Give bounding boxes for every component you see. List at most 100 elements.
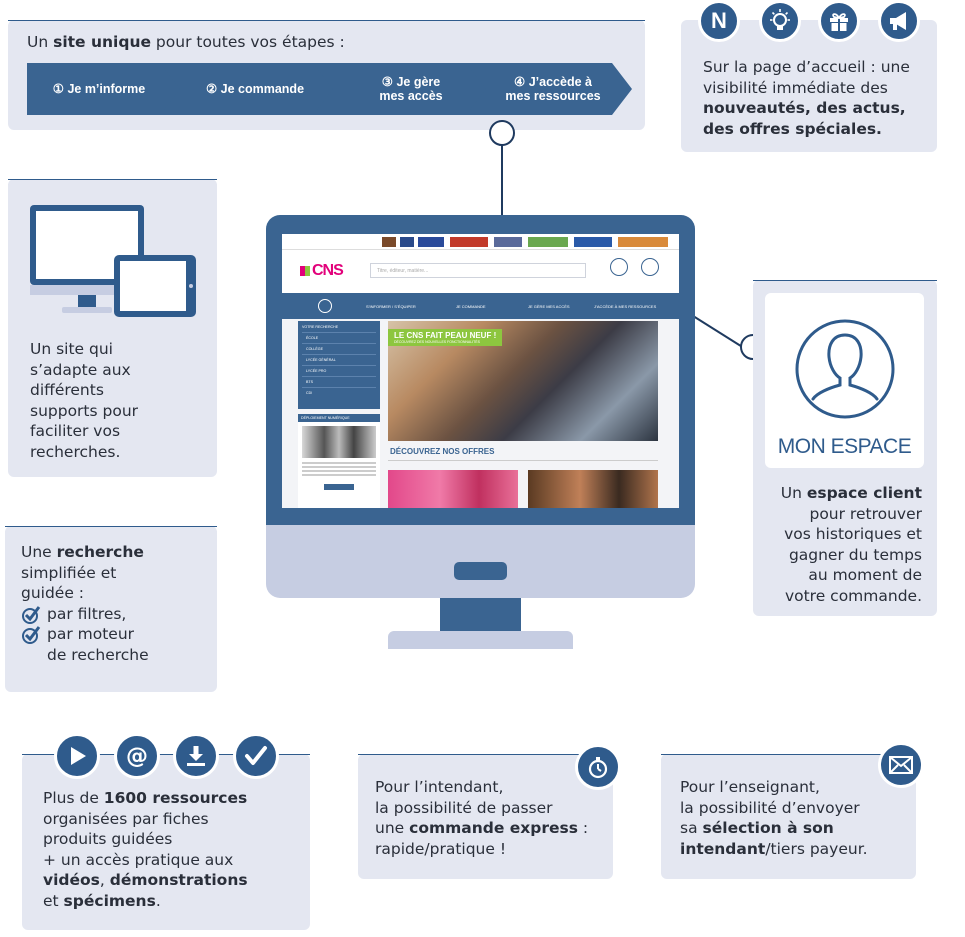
play-icon [54,733,100,779]
banner-subtitle: DÉCOUVREZ DES NOUVELLES FONCTIONNALITÉS [394,340,480,344]
side-box-photo [302,426,376,458]
resources-line: + un accès pratique aux [43,850,234,869]
resources-bold: spécimens [63,891,156,910]
monitor-base [388,631,573,649]
espace-line: vos historiques et [784,525,922,543]
card-top-line [358,754,613,755]
nav-item[interactable]: JE GÈRE MES ACCÈS [528,304,570,309]
nav-item[interactable]: J’ACCÈDE À MES RESSOURCES [594,304,657,309]
resources-pre: Plus de [43,789,104,807]
resources-line: organisées par fiches [43,809,209,828]
step-text: Je commande [220,82,305,96]
megaphone-icon [878,0,920,42]
side-box-button[interactable] [324,484,354,490]
nav-item[interactable]: S’INFORMER / S’ÉQUIPER [366,304,416,309]
offers-divider [388,460,658,461]
search-bold: recherche [56,543,144,561]
step-informe[interactable]: ① Je m’informe [27,63,185,115]
step-accede[interactable]: ④ J’accède à mes ressources [466,63,632,115]
resources-bold: démonstrations [109,871,248,889]
espace-card: MON ESPACE Un espace client pour retrouv… [753,280,937,616]
offer-tile-2[interactable] [528,470,658,508]
nav-item[interactable]: JE COMMANDE [456,304,486,309]
step-commande[interactable]: ② Je commande [160,63,338,115]
monitor-chin [266,525,695,598]
lightbulb-icon [759,0,801,42]
step-label: ④ J’accède à mes ressources [466,63,632,115]
hero-banner: LE CNS FAIT PEAU NEUF ! DÉCOUVREZ DES NO… [388,321,658,441]
intendant-pre: une [375,819,410,837]
sidebar-item[interactable]: COLLÈGE [302,343,376,354]
responsive-text: Un site qui s’adapte aux différents supp… [30,339,138,462]
sidebar-item[interactable]: ÉCOLE [302,332,376,343]
resources-line: produits guidées [43,830,173,848]
sidebar-item[interactable]: LYCÉE GÉNÉRAL [302,354,376,365]
enseignant-post: /tiers payeur. [765,839,868,858]
partner-strip [282,234,679,250]
resources-text: Plus de 1600 ressources organisées par f… [43,788,248,911]
homepage-text: Sur la page d’accueil : une visibilité i… [703,57,910,139]
site-logo: CNS [300,262,344,280]
espace-label: MON ESPACE [777,435,912,458]
banner-title: LE CNS FAIT PEAU NEUF ! [394,331,497,340]
responsive-line: faciliter vos [30,422,121,440]
intendant-card: Pour l’intendant, la possibilité de pass… [358,754,613,879]
site-nav: S’INFORMER / S’ÉQUIPER JE COMMANDE JE GÈ… [282,293,679,319]
monitor: CNS Titre, éditeur, matière... S’INFORME… [266,215,695,632]
espace-line: au moment de [808,566,922,584]
steps-intro: Un site unique pour toutes vos étapes : [27,32,345,53]
stopwatch-icon [575,744,621,790]
download-icon [173,733,219,779]
resources-bold: 1600 ressources [103,789,248,807]
sidebar-item[interactable]: CDI [302,387,376,398]
card-top-line [8,179,217,180]
espace-bold: espace client [806,484,922,502]
intendant-text: Pour l’intendant, la possibilité de pass… [375,777,588,859]
step-label: ③ Je gère mes accès [313,63,491,115]
gift-icon [818,0,860,42]
step-number: ③ [381,75,393,89]
sidebar-item[interactable]: LYCÉE PRO [302,365,376,376]
sidebar-header: VOTRE RECHERCHE [302,325,339,329]
enseignant-text: Pour l’enseignant, la possibilité d’envo… [680,777,868,859]
site-sidebar: VOTRE RECHERCHE ÉCOLE COLLÈGE LYCÉE GÉNÉ… [298,321,380,409]
step-gere[interactable]: ③ Je gère mes accès [313,63,491,115]
site-header: CNS Titre, éditeur, matière... [282,250,679,293]
at-glyph: @ [126,743,148,769]
responsive-line: supports pour [30,401,139,420]
monitor-button [454,562,507,580]
sidebar-item[interactable]: BTS [302,376,376,387]
cart-icon[interactable] [641,258,659,276]
step-arrow-shape [466,63,632,115]
card-top-line [661,754,916,755]
site-search-input[interactable]: Titre, éditeur, matière... [370,263,586,278]
card-top-line [22,754,310,755]
espace-line: pour retrouver [809,504,922,523]
account-icon[interactable] [610,258,628,276]
card-top-line [753,280,937,281]
home-icon[interactable] [318,299,332,313]
n-letter-icon: N [698,0,740,42]
enseignant-pre: sa [680,819,703,837]
homepage-bold: nouveautés, des actus, [703,99,906,117]
enseignant-bold: sélection à son [702,819,834,837]
checkmark-icon [22,605,41,624]
step-number: ④ [514,75,526,89]
devices-icon [30,205,196,317]
monitor-neck [440,598,521,632]
espace-line: gagner du temps [788,545,922,564]
espace-pre: Un [780,484,807,502]
search-card: Une recherche simplifiée et guidée : par… [5,526,217,692]
offer-tile-1[interactable] [388,470,518,508]
homepage-line: Sur la page d’accueil : une [703,58,910,76]
intendant-bold: commande express [409,819,578,837]
side-box: DÉPLOIEMENT NUMÉRIQUE [298,414,380,508]
espace-panel[interactable]: MON ESPACE [765,293,924,468]
monitor-screen: CNS Titre, éditeur, matière... S’INFORME… [282,234,679,508]
check-item-engine: par moteur de recherche [21,624,149,665]
step-text: Je gère [396,75,441,89]
period: . [155,891,161,910]
step-arrow-shape [27,63,185,115]
responsive-line: s’adapte aux [30,360,131,379]
resources-card: Plus de 1600 ressources organisées par f… [22,754,310,930]
